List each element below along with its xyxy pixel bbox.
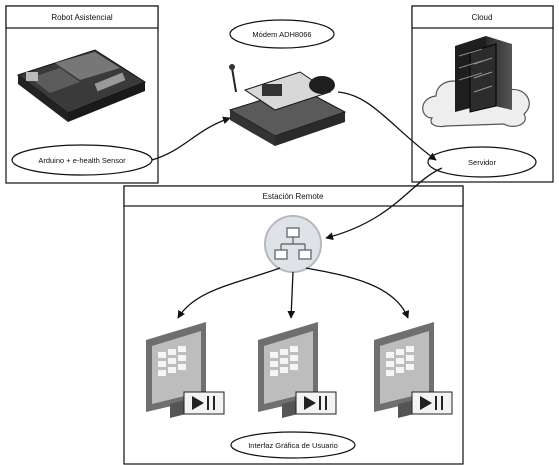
arduino-board-icon — [16, 49, 147, 122]
gui-caption: Interfaz Gráfica de Usuario — [248, 441, 338, 450]
modem-title-pill — [229, 19, 335, 49]
connectors — [151, 91, 443, 319]
server-node-label: Servidor — [468, 158, 496, 167]
cloud-panel-title: Cloud — [472, 13, 493, 22]
labview-logo-icon — [295, 391, 337, 415]
hub-to-monitor-left-arrow — [177, 267, 281, 319]
monitor-icon — [146, 322, 206, 418]
station-panel-title: Estación Remote — [263, 192, 324, 201]
server-to-hub-arrow — [325, 167, 443, 240]
hub-to-monitor-right-arrow — [305, 267, 410, 319]
robot-panel-title: Robot Asistencial — [51, 13, 113, 22]
network-hub-icon — [264, 215, 322, 273]
station-panel: Estación Remote — [123, 185, 464, 465]
modem-board-icon — [228, 64, 347, 146]
server-rack-icon — [455, 36, 512, 113]
monitor-icon — [374, 322, 434, 418]
hub-to-monitor-center-arrow — [287, 271, 296, 319]
arduino-to-modem-arrow — [151, 116, 231, 161]
robot-panel: Robot Asistencial Arduino + e-health Sen… — [5, 5, 159, 184]
monitor-icon — [258, 322, 318, 418]
arduino-node-label: Arduino + e-health Sensor — [38, 156, 126, 165]
gui-caption-pill — [230, 431, 356, 459]
cloud-panel: Cloud Servidor — [411, 5, 554, 183]
modem-to-server-arrow — [337, 91, 437, 161]
labview-logo-icon — [183, 391, 225, 415]
modem-group: Módem ADH8066 — [228, 19, 347, 146]
labview-logo-icon — [411, 391, 453, 415]
server-node — [427, 146, 537, 178]
modem-title: Módem ADH8066 — [252, 30, 311, 39]
